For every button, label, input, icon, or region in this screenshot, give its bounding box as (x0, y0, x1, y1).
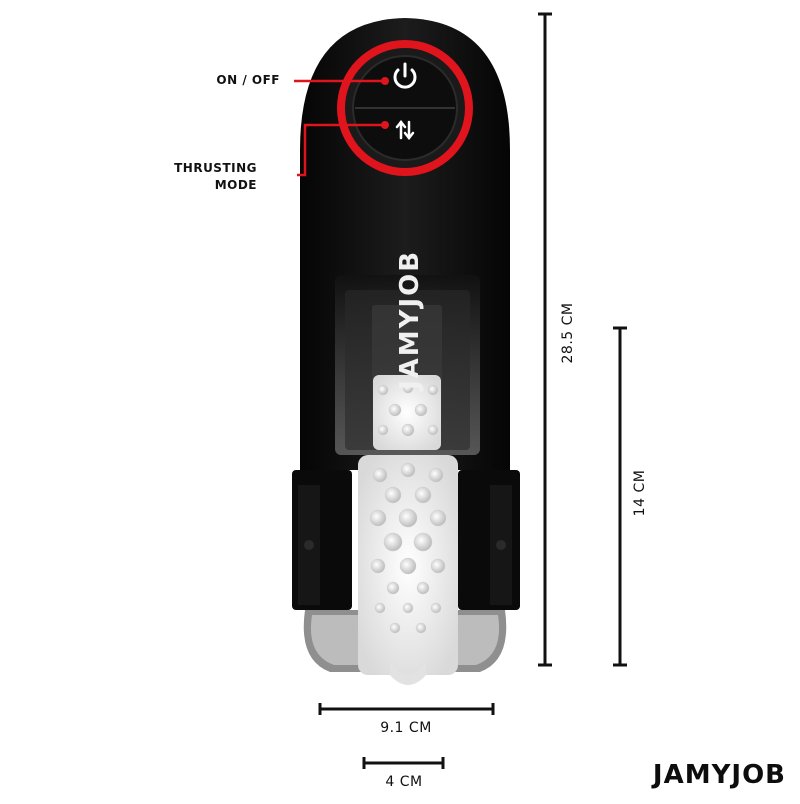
height-sleeve-label: 14 CM (632, 469, 648, 517)
thrusting-label-line1: THRUSTING (174, 161, 257, 175)
thrusting-label-line2: MODE (214, 178, 257, 192)
sleeve-upper (373, 375, 441, 450)
brand-logo-text: JAMYJOB (652, 760, 786, 790)
up-down-arrows-icon (395, 119, 415, 141)
on-off-label: ON / OFF (216, 73, 280, 87)
thrusting-mode-label: THRUSTING MODE (174, 160, 257, 194)
dimension-bars (318, 12, 627, 769)
sleeve-texture (369, 382, 447, 634)
device-brand-text: JAMYJOB (395, 249, 425, 391)
height-total-label: 28.5 CM (560, 302, 576, 364)
width-opening-label: 4 CM (385, 774, 423, 790)
callout-lines (294, 79, 385, 177)
width-total-label: 9.1 CM (380, 720, 432, 736)
power-icon (393, 62, 417, 89)
